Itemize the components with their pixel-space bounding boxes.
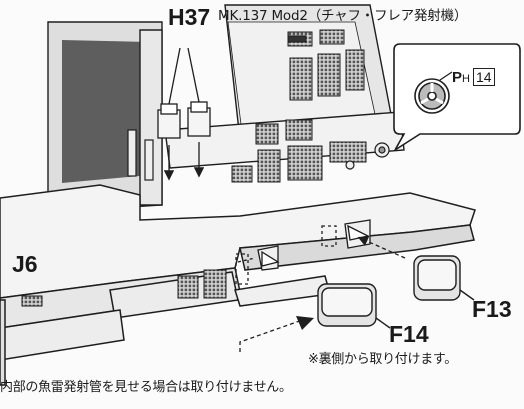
assembly-arrows bbox=[237, 236, 406, 352]
part-description-mk137: MK.137 Mod2（チャフ・フレア発射機） bbox=[218, 8, 468, 24]
superstructure-wall bbox=[47, 4, 405, 213]
paint-subscript: H bbox=[462, 73, 470, 85]
deck-fittings bbox=[127, 129, 390, 181]
paint-callout bbox=[393, 43, 521, 151]
note-interior: 内部の魚雷発射管を見せる場合は取り付けません。 bbox=[0, 380, 292, 395]
part-label-f14: F14 bbox=[389, 321, 429, 347]
part-f13 bbox=[413, 255, 475, 301]
note-reverse-side: ※裏側から取り付けます。 bbox=[308, 352, 457, 367]
paint-symbol: P bbox=[452, 69, 463, 86]
part-label-f13: F13 bbox=[472, 296, 512, 322]
vent-grills bbox=[231, 29, 367, 183]
part-label-h37: H37 bbox=[168, 4, 211, 30]
part-f14 bbox=[317, 283, 391, 329]
part-label-j6: J6 bbox=[12, 251, 38, 277]
paint-number: 14 bbox=[472, 68, 495, 86]
h37-launchers bbox=[157, 47, 211, 181]
hull-grills bbox=[21, 269, 227, 307]
